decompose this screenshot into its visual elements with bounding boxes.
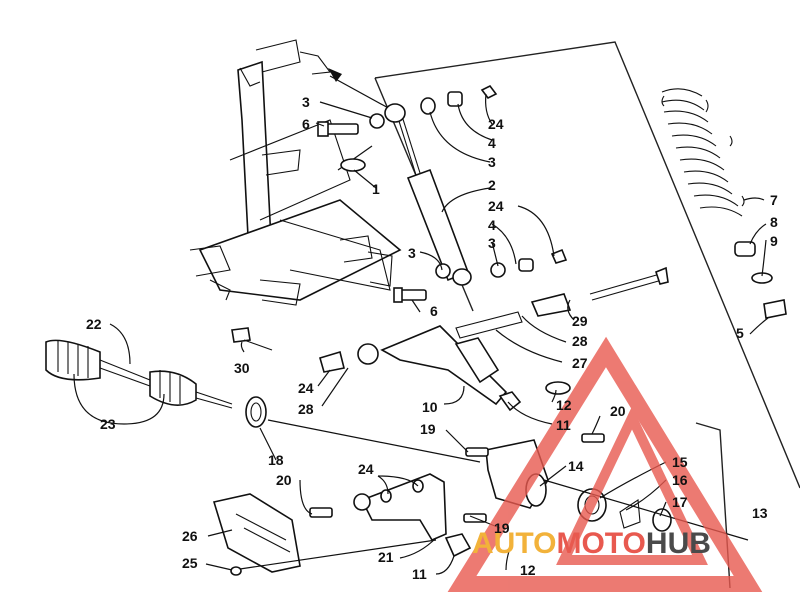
watermark-moto: MOTO <box>556 527 645 560</box>
callout-label: 3 <box>302 94 310 110</box>
callout-label: 3 <box>408 245 416 261</box>
callout-label: 17 <box>672 494 688 510</box>
watermark-hub: HUB <box>646 527 711 560</box>
callout-label: 23 <box>100 416 116 432</box>
lower-shock-hardware <box>393 248 568 303</box>
callout-label: 24 <box>488 198 504 214</box>
callout-label: 24 <box>358 461 374 477</box>
callout-label: 15 <box>672 454 688 470</box>
callout-label: 9 <box>770 233 778 249</box>
callout-label: 13 <box>752 505 768 521</box>
callout-label: 3 <box>488 154 496 170</box>
callout-label: 27 <box>572 355 588 371</box>
callout-label: 28 <box>298 401 314 417</box>
callout-label: 10 <box>422 399 438 415</box>
callout-labels: 3 6 1 24 4 3 2 24 4 3 3 6 7 8 9 5 29 28 … <box>86 94 778 582</box>
callout-label: 18 <box>268 452 284 468</box>
callout-label: 12 <box>556 397 572 413</box>
skid-guard <box>212 493 437 576</box>
callout-label: 19 <box>420 421 436 437</box>
callout-label: 19 <box>494 520 510 536</box>
callout-label: 3 <box>488 235 496 251</box>
callout-label: 25 <box>182 555 198 571</box>
coil-spring <box>661 88 745 217</box>
callout-label: 12 <box>520 562 536 578</box>
top-mount-hardware <box>317 84 498 172</box>
callout-label: 7 <box>770 192 778 208</box>
callout-label: 30 <box>234 360 250 376</box>
callout-label: 1 <box>372 181 380 197</box>
callout-label: 24 <box>488 116 504 132</box>
watermark-triangle-outer <box>447 336 763 592</box>
callout-label: 6 <box>430 303 438 319</box>
upper-a-arm <box>319 325 571 412</box>
watermark-text: AUTOMOTOHUB <box>472 527 711 560</box>
leader-lines <box>73 93 769 575</box>
lower-a-arm <box>309 473 472 558</box>
callout-label: 4 <box>488 217 496 233</box>
chassis-frame <box>189 39 402 306</box>
callout-label: 11 <box>556 417 571 433</box>
callout-label: 11 <box>412 566 427 582</box>
callout-label: 4 <box>488 135 496 151</box>
automotohub-watermark <box>447 336 763 592</box>
callout-label: 16 <box>672 472 688 488</box>
callout-label: 5 <box>736 325 744 341</box>
callout-label: 8 <box>770 214 778 230</box>
spring-hardware <box>734 241 787 319</box>
callout-label: 20 <box>610 403 626 419</box>
callout-label: 14 <box>568 458 584 474</box>
callout-label: 2 <box>488 177 496 193</box>
callout-label: 26 <box>182 528 198 544</box>
shock-absorber <box>384 103 472 286</box>
callout-label: 20 <box>276 472 292 488</box>
callout-label: 22 <box>86 316 102 332</box>
callout-label: 24 <box>298 380 314 396</box>
callout-label: 28 <box>572 333 588 349</box>
cv-axle <box>45 327 273 428</box>
watermark-auto: AUTO <box>472 527 556 560</box>
callout-label: 29 <box>572 313 588 329</box>
watermark-triangle-inner <box>556 406 708 565</box>
callout-label: 21 <box>378 549 394 565</box>
callout-label: 6 <box>302 116 310 132</box>
pivot-shaft <box>455 266 669 339</box>
